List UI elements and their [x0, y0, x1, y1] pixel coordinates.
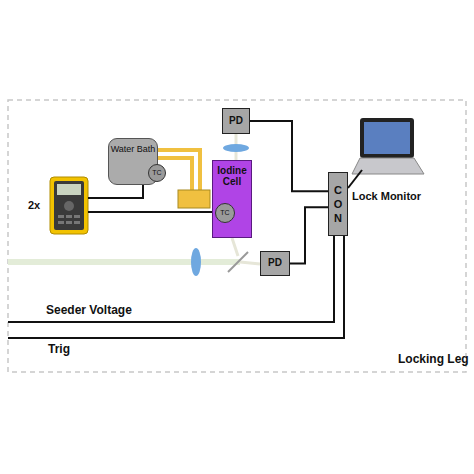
trig-wire — [8, 236, 344, 338]
laptop-screen — [364, 122, 410, 154]
beam-splitter — [228, 252, 248, 272]
laser-beam — [8, 259, 240, 265]
lens — [223, 144, 249, 152]
thermocouple: TC — [148, 164, 166, 182]
multimeter-dial — [64, 201, 74, 211]
monitor-label: Lock Monitor — [352, 190, 421, 202]
beam-up — [232, 238, 238, 256]
multimeter-buttons — [58, 215, 80, 224]
signal-cable — [250, 121, 328, 191]
lens — [191, 248, 201, 276]
node-label: Water Bath — [111, 145, 156, 154]
signal-label: Seeder Voltage — [46, 303, 132, 317]
photodiode: PD — [260, 251, 290, 276]
multimeter-screen — [57, 184, 81, 195]
signal-label: Trig — [48, 342, 70, 356]
usb-cable — [348, 170, 362, 188]
connector-box: CON — [328, 172, 348, 236]
laptop-lid — [360, 118, 414, 158]
leg-border — [8, 100, 466, 372]
water-bath: Water BathTC — [108, 138, 158, 185]
multimeter — [50, 177, 88, 234]
photodiode: PD — [222, 108, 250, 134]
signal-cable — [290, 207, 328, 263]
node-label: TC — [152, 169, 161, 176]
beam-right — [240, 262, 260, 264]
thermocouple: TC — [215, 203, 235, 223]
heater-block — [178, 190, 210, 208]
node-label: PD — [268, 258, 282, 269]
iodine-cell: Iodine CellTC — [212, 160, 252, 238]
node-label: TC — [220, 209, 229, 216]
node-label: Iodine Cell — [213, 166, 251, 187]
section-label: Locking Leg — [398, 352, 469, 366]
thermocouple-wire — [88, 211, 214, 213]
node-label: PD — [229, 116, 243, 127]
node-label: CON — [333, 183, 344, 226]
seeder-wire — [8, 236, 334, 322]
multimeter-face — [54, 181, 84, 230]
count-label: 2x — [28, 199, 40, 211]
laptop-base — [352, 158, 424, 174]
